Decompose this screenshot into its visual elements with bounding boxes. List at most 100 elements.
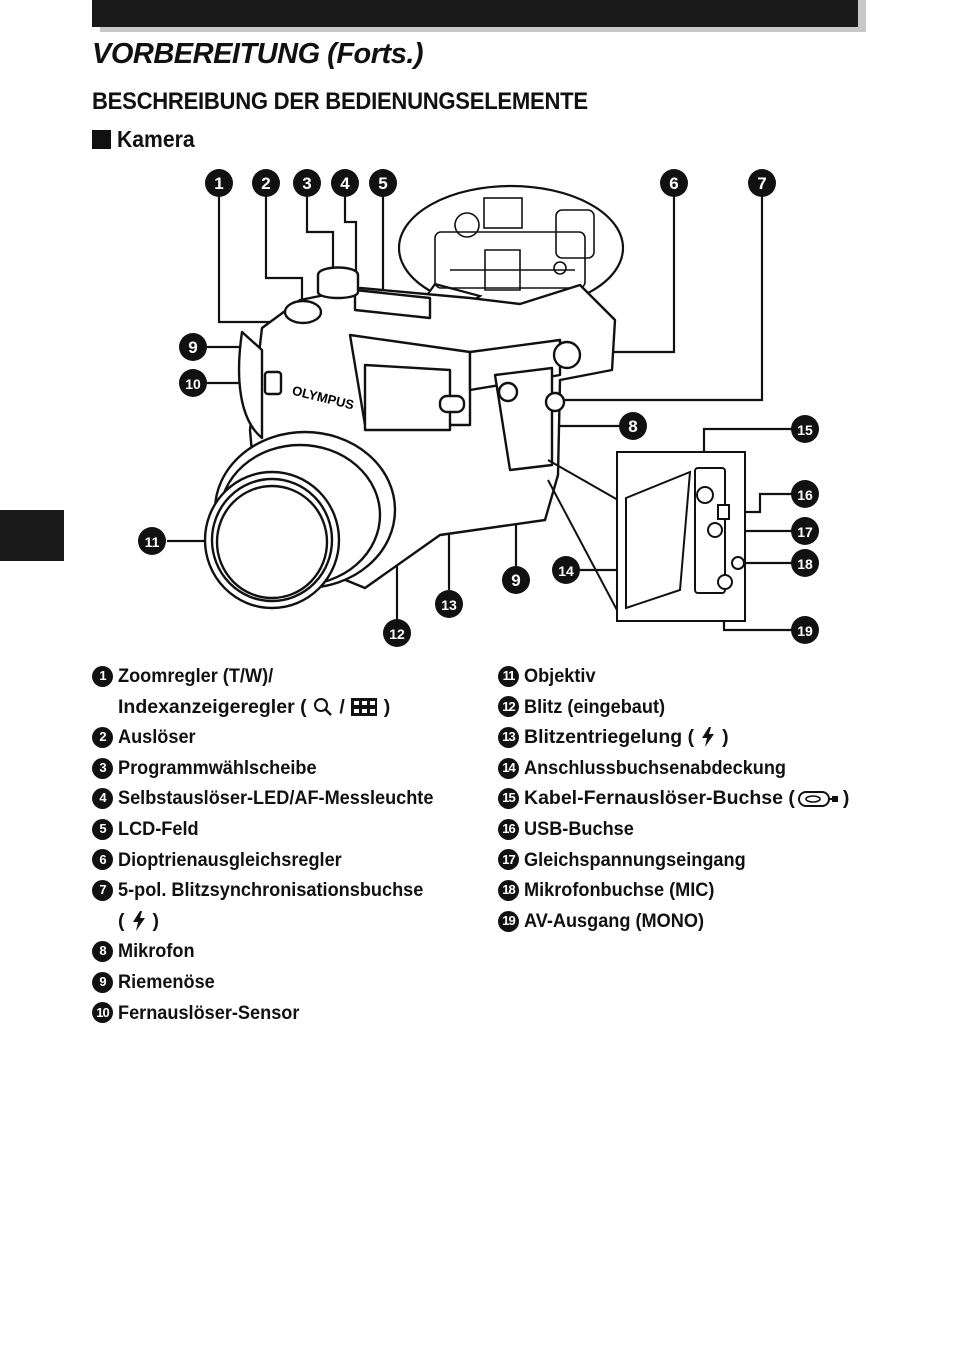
page-title: VORBEREITUNG (Forts.) [92,38,424,70]
legend-text: Gleichspannungseingang [524,848,746,871]
legend-number: 5 [92,818,113,840]
legend-number: 6 [92,849,113,871]
legend-number: 16 [498,818,519,840]
legend-text: Objektiv [524,665,596,687]
callout-marker: 10 [179,369,207,397]
callout-number: 19 [797,623,813,639]
page-subtitle: BESCHREIBUNG DER BEDIENUNGSELEMENTE [92,88,588,115]
flash-icon [702,727,715,748]
legend-text: ( [118,909,125,932]
header-bar-shadow [100,27,866,32]
legend-text: Programmwählscheibe [118,756,317,779]
legend-number: 14 [498,757,519,779]
callout-marker: 12 [383,619,411,647]
header-bar [92,0,858,27]
callout-marker: 5 [369,169,397,197]
callout-marker: 6 [660,169,688,197]
legend-text: Blitzentriegelung ( [524,726,695,749]
legend-number: 8 [92,941,113,963]
legend-item: 13 Blitzentriegelung ( ) [498,722,849,753]
callout-number: 1 [214,174,223,193]
callout-number: 11 [145,534,160,550]
callout-number: 9 [188,338,197,357]
legend-number: 7 [92,879,113,901]
callout-number: 10 [185,376,201,392]
section-label: Kamera [117,126,195,152]
legend-number: 15 [498,788,519,810]
legend-item-continuation: Indexanzeigeregler ( / ) [92,692,457,723]
callout-number: 5 [378,174,387,193]
callout-number: 18 [797,556,813,572]
legend-text: Fernauslöser-Sensor [118,1001,300,1024]
callout-marker: 16 [791,480,819,508]
legend-number: 17 [498,849,519,871]
callout-number: 16 [797,487,813,503]
callout-number: 13 [441,597,457,613]
legend-text: LCD-Feld [118,817,199,840]
callout-marker: 1 [205,169,233,197]
callout-number: 3 [302,174,311,193]
legend-text: USB-Buchse [524,817,634,840]
legend-text: Zoomregler (T/W)/ [118,665,274,687]
legend-number: 3 [92,757,113,779]
legend-number: 10 [92,1002,113,1024]
callout-number: 15 [797,422,813,438]
legend-number: 13 [498,726,519,748]
legend-number: 19 [498,910,519,932]
callout-marker: 13 [435,590,463,618]
callout-marker: 11 [138,527,166,555]
legend-number: 18 [498,879,519,901]
callout-marker: 18 [791,549,819,577]
flash-icon [132,911,145,932]
legend-left: 1 Zoomregler (T/W)/ Indexanzeigeregler (… [92,661,457,1028]
callout-number: 6 [669,174,678,193]
legend-number: 12 [498,696,519,718]
remote-cable-icon [797,790,838,807]
legend-text: Indexanzeigeregler ( [118,695,307,718]
legend-text: ) [842,787,850,810]
legend-text: / [339,695,345,718]
callout-number: 12 [389,626,405,642]
legend-text: Riemenöse [118,970,215,993]
callout-number: 7 [757,174,766,193]
callout-marker: 2 [252,169,280,197]
legend-text: Auslöser [118,726,196,749]
legend-item: 15 Kabel-Fernauslöser-Buchse ( ) [498,783,849,814]
legend-text: Selbstauslöser-LED/AF-Messleuchte [118,787,434,810]
callout-marker: 9 [179,333,207,361]
legend-text: AV-Ausgang (MONO) [524,909,704,932]
callout-number: 14 [558,563,574,579]
callout-number: 9 [511,571,520,590]
callout-marker: 9 [502,566,530,594]
legend-number: 9 [92,971,113,993]
legend-text: Dioptrienausgleichsregler [118,848,342,871]
callout-marker: 19 [791,616,819,644]
chapter-tab [0,510,64,561]
legend-text: ) [722,726,729,749]
legend-number: 2 [92,726,113,748]
square-bullet-icon [92,130,111,149]
callout-number: 8 [628,417,637,436]
legend-number: 4 [92,788,113,810]
legend-text: Mikrofon [118,940,195,963]
legend-text: Kabel-Fernauslöser-Buchse ( [524,787,795,810]
callout-marker: 4 [331,169,359,197]
callout-marker: 8 [619,412,647,440]
callout-marker: 3 [293,169,321,197]
callout-number: 2 [261,174,270,193]
legend-text: Blitz (eingebaut) [524,695,666,718]
legend-item: 1 Zoomregler (T/W)/ [92,661,457,692]
